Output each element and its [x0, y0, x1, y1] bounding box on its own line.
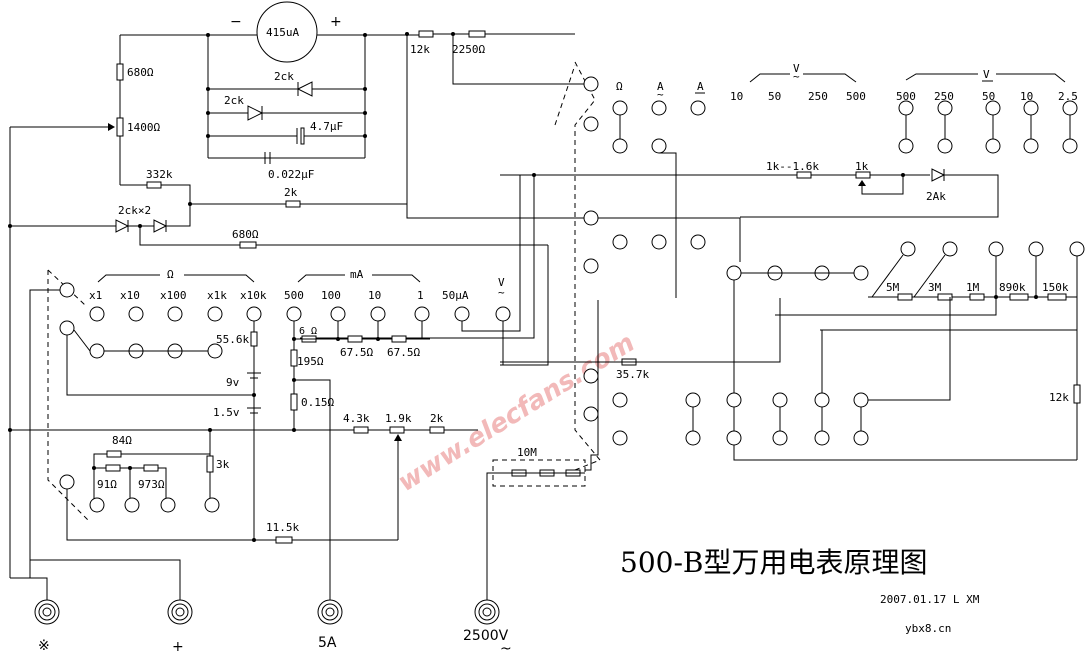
meter-section: 415uA − + 2ck 2ck 4.7μF 0.022μF: [120, 1, 575, 181]
terminal-plus[interactable]: +: [167, 599, 193, 655]
res-332k: 332k: [146, 168, 173, 181]
res-6: 6 Ω: [299, 326, 317, 337]
res-890k: 890k: [999, 281, 1026, 294]
res-67-5a: 67.5Ω: [340, 346, 373, 359]
res-1k: 1k: [855, 160, 869, 173]
res-973: 973Ω: [138, 478, 165, 491]
terminal-2500v-tilde: ~: [500, 641, 512, 656]
ac-v-10: 10: [730, 90, 743, 103]
ma-10: 10: [368, 289, 381, 302]
ac-v-tilde: ~: [793, 70, 800, 83]
ohm-x10: x10: [120, 289, 140, 302]
diode-2ak: 2Ak: [926, 190, 946, 203]
terminal-5A-label: 5A: [318, 635, 337, 651]
res-680: 680Ω: [127, 66, 154, 79]
res-680b: 680Ω: [232, 228, 259, 241]
ma-100: 100: [321, 289, 341, 302]
res-2250: 2250Ω: [452, 43, 485, 56]
dc-v-50: 50: [982, 90, 995, 103]
res-3M: 3M: [928, 281, 942, 294]
diode-2ck-a: 2ck: [274, 70, 294, 83]
res-91: 91Ω: [97, 478, 117, 491]
ac-v-250: 250: [808, 90, 828, 103]
ac-a-tilde: ~: [657, 88, 664, 101]
ohm-x1: x1: [89, 289, 102, 302]
diode-pair: 2ck×2: [118, 204, 151, 217]
ac-v-500: 500: [846, 90, 866, 103]
cap-0-022uF: 0.022μF: [268, 168, 314, 181]
res-4-3k: 4.3k: [343, 412, 370, 425]
res-0-15: 0.15Ω: [301, 396, 334, 409]
res-10M: 10M: [517, 446, 537, 459]
scale-ohm-marker: Ω: [167, 268, 174, 281]
res-12k: 12k: [410, 43, 430, 56]
scale-ohm-switch: Ω: [616, 80, 623, 93]
scale-dc-a: A: [697, 80, 704, 93]
res-84: 84Ω: [112, 434, 132, 447]
dc-v-2-5: 2.5: [1058, 90, 1078, 103]
terminal-common-label: ※: [38, 638, 50, 654]
terminal-plus-label: +: [172, 639, 184, 655]
res-5M: 5M: [886, 281, 900, 294]
res-67-5b: 67.5Ω: [387, 346, 420, 359]
res-11-5k: 11.5k: [266, 521, 299, 534]
terminal-2500v[interactable]: 2500V ~: [463, 599, 512, 656]
top-feed: 12k 2250Ω: [405, 30, 798, 262]
source-site: ybx8.cn: [905, 622, 951, 635]
meter-plus: +: [330, 14, 342, 30]
ohm-x1k: x1k: [207, 289, 227, 302]
ma-1: 1: [417, 289, 424, 302]
dc-v-250: 250: [934, 90, 954, 103]
middle-switch: 5M 3M 1M 890k 150k 12k: [300, 173, 1085, 460]
scale-ma-marker: mA: [350, 268, 364, 281]
signature: 2007.01.17 L XM: [880, 593, 980, 606]
lower-switch: 35.7k 10M: [486, 280, 1077, 600]
res-195: 195Ω: [297, 355, 324, 368]
cap-4-7uF: 4.7μF: [310, 120, 343, 133]
top-switch: Ω A ~ A V ~ 10 50 250 500 V 500 250 50 1…: [554, 61, 1078, 471]
meter-label: 415uA: [266, 26, 299, 39]
dc-v-10: 10: [1020, 90, 1033, 103]
ac-v-50: 50: [768, 90, 781, 103]
terminal-common[interactable]: ※: [34, 599, 60, 654]
terminal-5A[interactable]: 5A: [317, 599, 343, 651]
left-network: 680Ω 1400Ω 332k 2k 2ck×2 680Ω: [8, 35, 548, 578]
res-1400: 1400Ω: [127, 121, 160, 134]
dc-v-500: 500: [896, 90, 916, 103]
res-55-6k: 55.6k: [216, 333, 249, 346]
res-12k-right: 12k: [1049, 391, 1069, 404]
meter-minus: −: [230, 14, 242, 30]
v-mark-tilde: ~: [498, 286, 505, 299]
res-35-7k: 35.7k: [616, 368, 649, 381]
res-3k: 3k: [216, 458, 230, 471]
res-1-9k: 1.9k: [385, 412, 412, 425]
meter-symbol: [256, 1, 318, 63]
ohm-x10k: x10k: [240, 289, 267, 302]
terminal-2500v-label: 2500V: [463, 628, 509, 644]
ohm-x100: x100: [160, 289, 187, 302]
res-150k: 150k: [1042, 281, 1069, 294]
ma-500: 500: [284, 289, 304, 302]
ua-50: 50μA: [442, 289, 469, 302]
scale-ac-v-marker: V: [793, 62, 800, 75]
res-1k-1-6k: 1k--1.6k: [766, 160, 819, 173]
res-1M: 1M: [966, 281, 980, 294]
diode-2ck-b: 2ck: [224, 94, 244, 107]
bat-1-5v: 1.5v: [213, 406, 240, 419]
ohm-ma-switch: Ω x1 x10 x100 x1k x10k mA 500 100 10 1 5…: [29, 175, 521, 600]
res-2k-top: 2k: [284, 186, 298, 199]
terminals: ※ + 5A 2500V ~: [10, 559, 512, 656]
scale-ac-a: A: [657, 80, 664, 93]
res-2k-b: 2k: [430, 412, 444, 425]
scale-dc-v-marker: V: [983, 68, 990, 81]
bat-9v: 9v: [226, 376, 240, 389]
diagram-title: 500-B型万用电表原理图: [620, 546, 927, 579]
v-mark: V: [498, 276, 505, 289]
